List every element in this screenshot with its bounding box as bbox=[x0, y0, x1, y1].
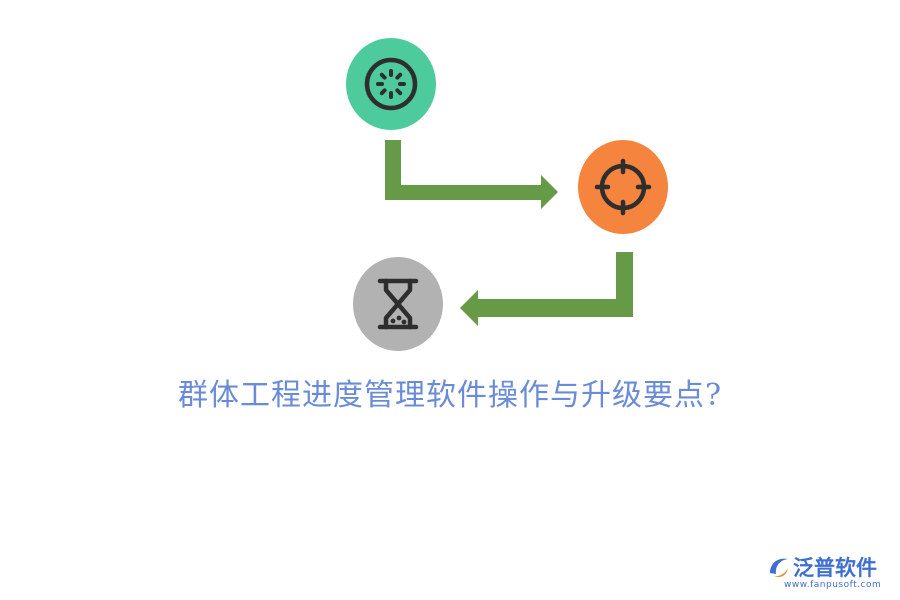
brand-url: www.fanpusoft.com bbox=[784, 580, 882, 590]
brand-logo: 泛普软件 www.fanpusoft.com bbox=[766, 552, 896, 598]
kiwi-slice-icon bbox=[364, 57, 418, 111]
arrow-step2-to-step3 bbox=[460, 252, 633, 326]
arrow-step1-to-step2 bbox=[385, 140, 558, 209]
step-node-hourglass bbox=[353, 257, 443, 351]
crosshair-target-icon bbox=[594, 158, 652, 216]
step-node-target bbox=[578, 140, 668, 234]
hourglass-icon bbox=[377, 278, 419, 330]
brand-mark-icon bbox=[770, 558, 788, 578]
step-node-kiwi bbox=[346, 38, 436, 130]
brand-name: 泛普软件 bbox=[793, 556, 877, 580]
diagram-title: 群体工程进度管理软件操作与升级要点? bbox=[177, 378, 723, 413]
